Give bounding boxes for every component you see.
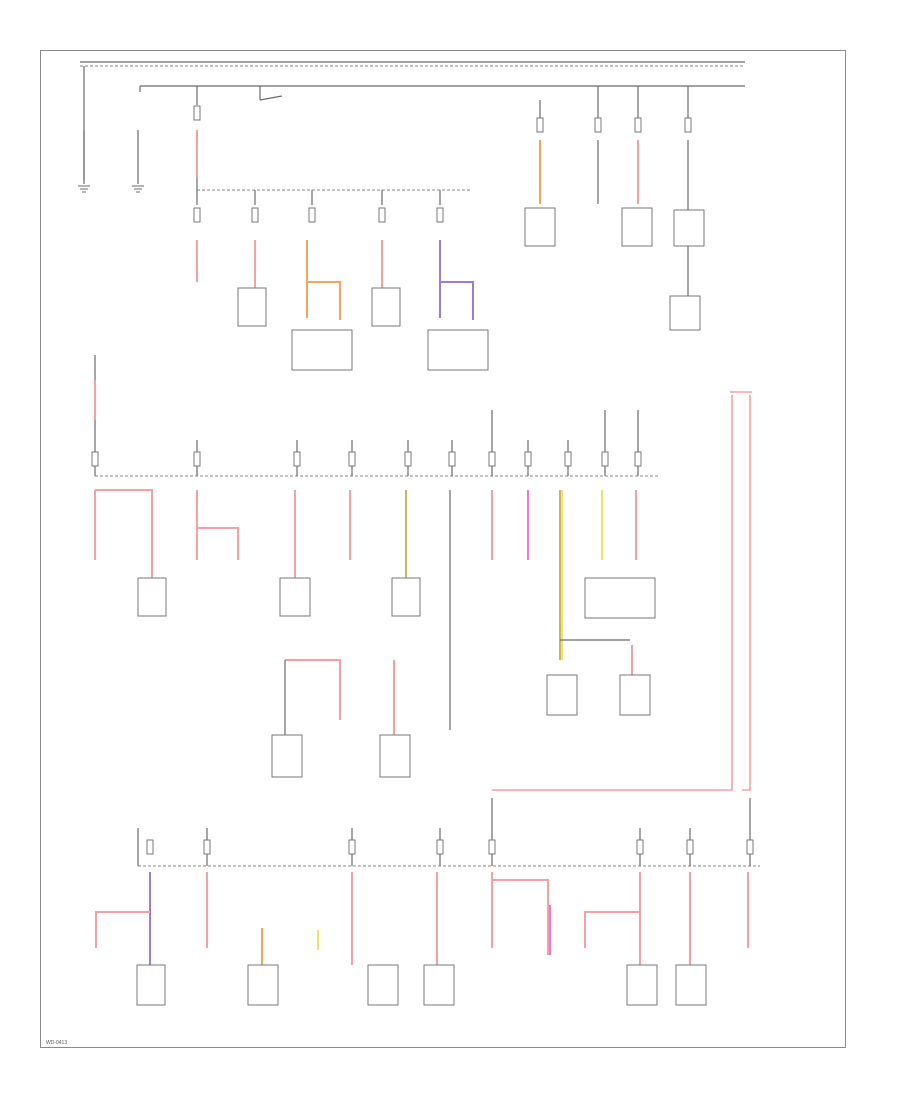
component-box [675,964,707,1006]
component-box [427,329,489,371]
middle-lower-components [271,659,411,778]
component-box [391,577,421,617]
component-box [584,577,656,619]
center-bus [193,189,470,223]
component-box [524,207,556,247]
component-box [271,734,303,778]
middle-bus [91,410,660,477]
component-box [673,209,705,247]
component-box [621,207,653,247]
top-right-drops [524,117,705,331]
component-box [619,674,651,716]
center-bus-drops [196,240,489,371]
component-box [669,295,701,331]
component-box [371,287,401,327]
right-pink-loop [492,391,752,791]
component-box [626,964,658,1006]
diagram-frame [40,50,846,1048]
component-box [136,964,166,1006]
component-box [546,674,578,716]
component-box [247,964,279,1006]
component-box [291,329,353,371]
top-power-rail [80,61,745,180]
component-box [367,964,399,1006]
reference-code: WD-0413 [46,1040,68,1046]
top-left-grounds [78,130,144,193]
bottom-drops [95,872,749,1006]
component-box [137,577,167,617]
component-box [379,734,411,778]
component-box [279,577,311,617]
bottom-bus [137,798,760,867]
middle-drops [94,489,656,730]
component-box [237,287,267,327]
component-box [423,964,455,1006]
top-center-fuse-chain [193,86,283,190]
